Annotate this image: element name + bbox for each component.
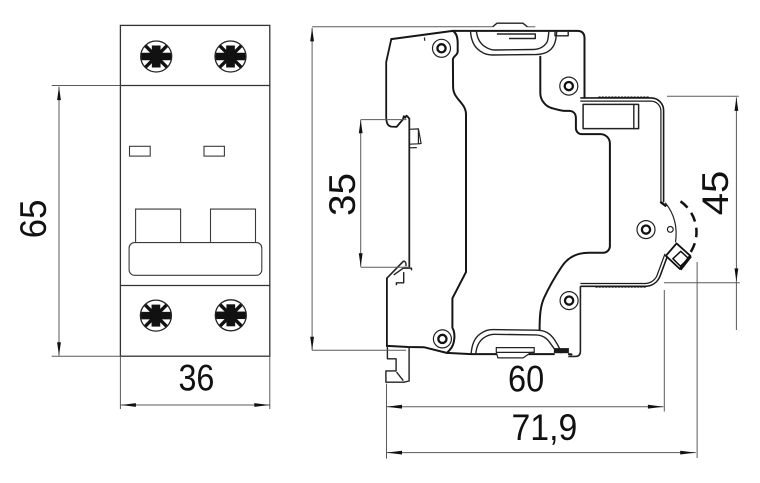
svg-text:45: 45 xyxy=(695,171,736,216)
svg-text:71,9: 71,9 xyxy=(511,407,577,449)
svg-text:36: 36 xyxy=(178,358,214,398)
svg-text:35: 35 xyxy=(323,173,364,216)
svg-text:60: 60 xyxy=(508,358,544,399)
svg-text:65: 65 xyxy=(13,200,54,239)
